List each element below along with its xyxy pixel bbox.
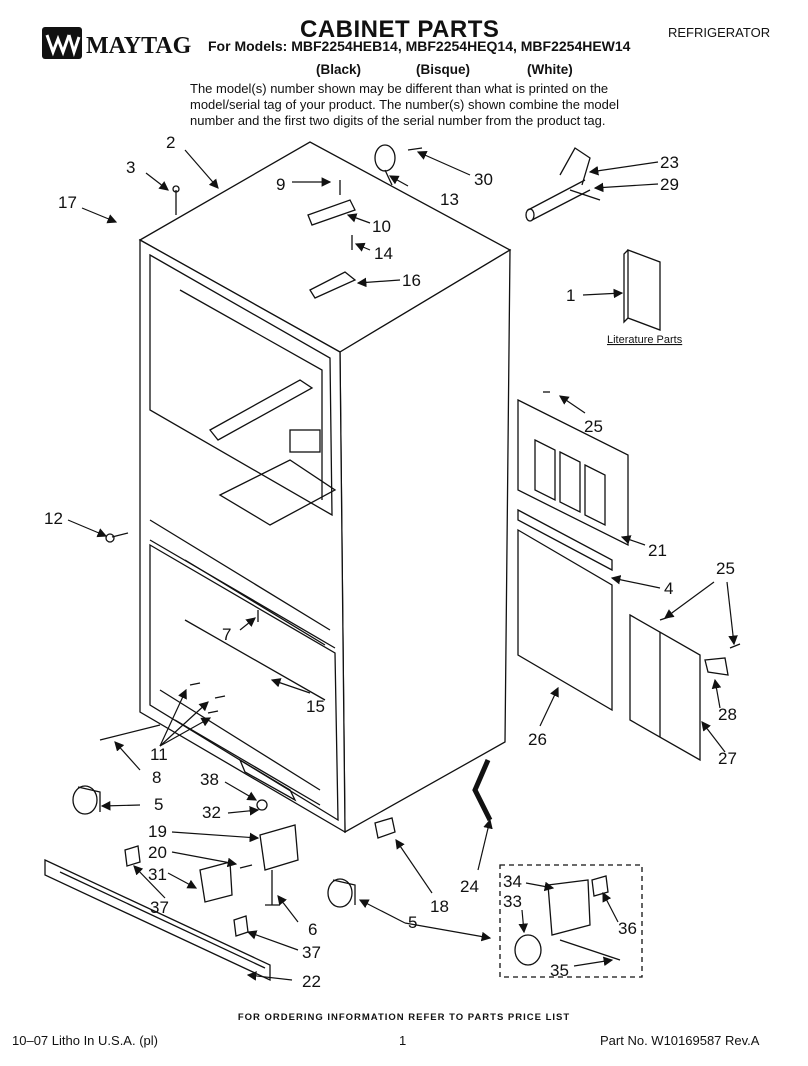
callout-19: 19 — [148, 822, 167, 841]
litho-note: 10–07 Litho In U.S.A. (pl) — [12, 1033, 158, 1048]
toe-grille — [44, 858, 271, 982]
callout-38: 38 — [200, 770, 219, 789]
callout-29: 29 — [660, 175, 679, 194]
intro-paragraph: The model(s) number shown may be differe… — [190, 81, 619, 128]
color-black: (Black) — [316, 62, 362, 77]
literature-booklet — [623, 249, 661, 331]
callout-33: 33 — [503, 892, 522, 911]
callout-11: 11 — [150, 745, 168, 764]
callout-12: 12 — [44, 509, 63, 528]
callout-28: 28 — [718, 705, 737, 724]
callout-25-top: 25 — [584, 417, 603, 436]
maytag-logo: MAYTAG — [42, 27, 192, 59]
page-title: CABINET PARTS — [300, 16, 500, 43]
page-number: 1 — [399, 1033, 407, 1048]
category-label: REFRIGERATOR — [668, 25, 771, 40]
leader-lines — [67, 149, 738, 981]
callout-32: 32 — [202, 803, 221, 822]
side-shield — [629, 613, 729, 762]
callout-10: 10 — [372, 217, 391, 236]
literature-parts-label: Literature Parts — [607, 334, 683, 346]
rollers-and-feet — [72, 785, 396, 937]
callout-3: 3 — [126, 158, 135, 177]
callout-5-right: 5 — [408, 913, 417, 932]
part-number: Part No. W10169587 Rev.A — [600, 1033, 760, 1048]
callout-26: 26 — [528, 730, 547, 749]
top-hinge-parts — [307, 144, 423, 299]
water-tube-assembly — [525, 147, 601, 222]
callout-18: 18 — [430, 897, 449, 916]
fan-motor-detail-box — [499, 864, 643, 978]
callout-16: 16 — [402, 271, 421, 290]
ordering-note: FOR ORDERING INFORMATION REFER TO PARTS … — [237, 1012, 571, 1023]
callout-labels: 2 3 17 9 30 13 10 14 16 23 29 1 Literatu… — [44, 133, 737, 991]
callout-20: 20 — [148, 843, 167, 862]
drain-hose — [472, 759, 493, 822]
callout-25-right: 25 — [716, 559, 735, 578]
callout-37-bottom: 37 — [302, 943, 321, 962]
callout-8: 8 — [152, 768, 161, 787]
callout-31: 31 — [148, 865, 167, 884]
callout-14: 14 — [374, 244, 393, 263]
callout-35: 35 — [550, 961, 569, 980]
callout-7: 7 — [222, 625, 231, 644]
callout-13: 13 — [440, 190, 459, 209]
rear-access-panel — [517, 398, 629, 712]
callout-15: 15 — [306, 697, 325, 716]
callout-36: 36 — [618, 919, 637, 938]
callout-4: 4 — [664, 579, 673, 598]
callout-37-left: 37 — [150, 898, 169, 917]
callout-21: 21 — [648, 541, 667, 560]
cabinet-body — [138, 141, 512, 834]
callout-5-left: 5 — [154, 795, 163, 814]
callout-27: 27 — [718, 749, 737, 768]
callout-23: 23 — [660, 153, 679, 172]
color-bisque: (Bisque) — [416, 62, 470, 77]
callout-30: 30 — [474, 170, 493, 189]
brand-name: MAYTAG — [86, 33, 192, 59]
fan-motor — [514, 875, 621, 966]
callout-6: 6 — [308, 920, 317, 939]
callout-24: 24 — [460, 877, 479, 896]
callout-22: 22 — [302, 972, 321, 991]
callout-1: 1 — [566, 286, 575, 305]
callout-17: 17 — [58, 193, 77, 212]
callout-2: 2 — [166, 133, 175, 152]
model-list: For Models: MBF2254HEB14, MBF2254HEQ14, … — [208, 38, 631, 54]
exploded-parts-diagram: 2 3 17 9 30 13 10 14 16 23 29 1 Literatu… — [44, 133, 741, 991]
callout-9: 9 — [276, 175, 285, 194]
callout-34: 34 — [503, 872, 522, 891]
color-white: (White) — [527, 62, 573, 77]
